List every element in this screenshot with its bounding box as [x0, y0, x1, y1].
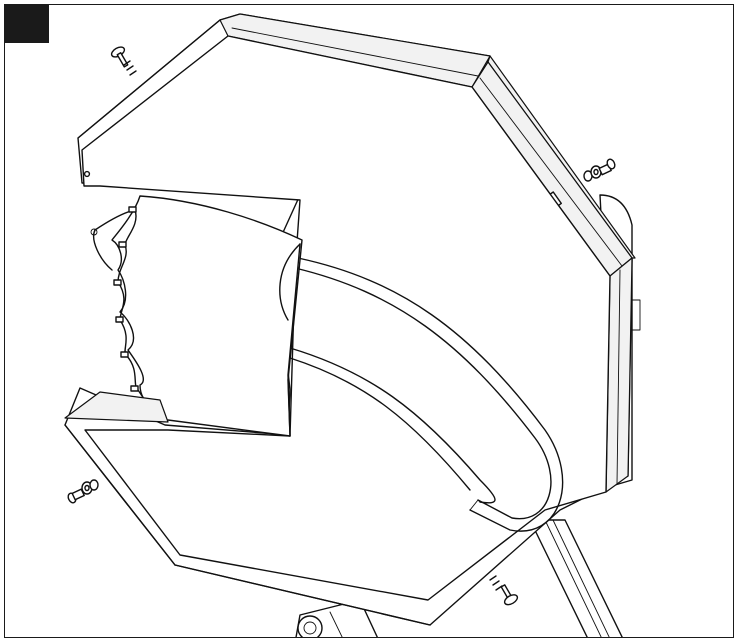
bolt-washer-left: [67, 479, 99, 504]
bolt-washer-top-left: [110, 46, 137, 76]
removable-side-panel: [111, 195, 303, 437]
leg-bolt-head: [297, 615, 323, 637]
step-number-badge: [5, 5, 49, 43]
cover-face: [81, 35, 611, 601]
lower-lip: [64, 391, 431, 626]
top-rim: [77, 13, 636, 493]
wire-harness: [90, 206, 159, 419]
stand-legs: [295, 519, 623, 637]
curved-track: [289, 257, 564, 532]
screw-hole: [83, 170, 91, 178]
bolt-washer-right: [583, 158, 616, 182]
bolt-washer-bottom: [489, 575, 519, 606]
